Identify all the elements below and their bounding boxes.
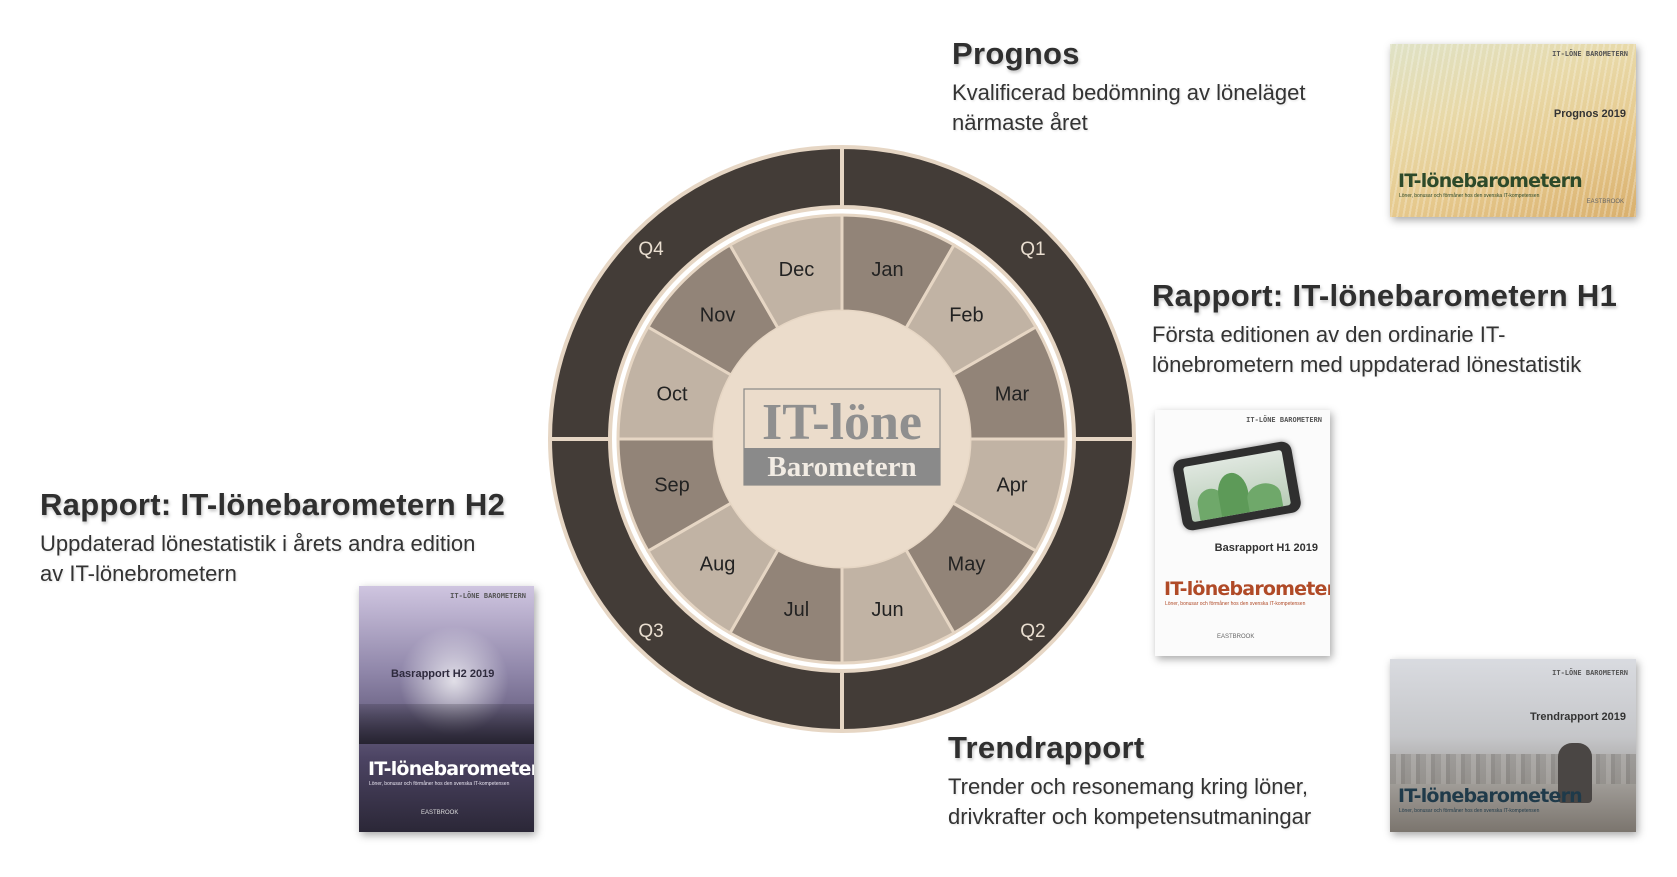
trend-cover-edition: Trendrapport 2019 <box>1530 711 1626 723</box>
trend-block: Trendrapport Trender och resonemang krin… <box>948 730 1311 832</box>
h1-cover: IT-LÖNE BAROMETERN Basrapport H1 2019 IT… <box>1155 410 1330 656</box>
center-logo-line1: IT-löne <box>762 394 922 451</box>
city-skyline <box>1390 754 1636 784</box>
month-label: Jul <box>784 599 810 621</box>
month-label: Dec <box>779 259 815 281</box>
month-label: Aug <box>700 553 736 575</box>
prognos-title: Prognos <box>952 36 1080 71</box>
prognos-cover-edition: Prognos 2019 <box>1553 108 1626 120</box>
wheel-center <box>714 311 970 567</box>
trend-cover-brand: IT-LÖNE BAROMETERN <box>1552 669 1628 677</box>
h2-cover-subtitle: Löner, bonusar och förmåner hos den sven… <box>369 781 510 787</box>
h2-cover-title: IT-lönebarometern <box>368 758 534 780</box>
h2-block: Rapport: IT-lönebarometern H2 Uppdaterad… <box>40 487 505 589</box>
trend-cover: IT-LÖNE BAROMETERN Trendrapport 2019 IT-… <box>1390 659 1636 832</box>
h2-cover: IT-LÖNE BAROMETERN Basrapport H2 2019 IT… <box>359 586 534 832</box>
month-label: Sep <box>654 475 690 497</box>
h2-description: Uppdaterad lönestatistik i årets andra e… <box>40 531 476 586</box>
month-label: Jun <box>871 599 903 621</box>
prognos-cover-logo: EASTBROOK <box>1586 199 1624 205</box>
prognos-cover-subtitle: Löner, bonusar och förmåner hos den sven… <box>1399 193 1540 199</box>
quarter-label: Q1 <box>1020 239 1045 260</box>
month-label: Nov <box>700 305 736 327</box>
trend-description: Trender och resonemang kring löner, driv… <box>948 774 1312 829</box>
trend-cover-subtitle: Löner, bonusar och förmåner hos den sven… <box>1399 808 1540 814</box>
h1-cover-brand: IT-LÖNE BAROMETERN <box>1246 416 1322 424</box>
h1-title: Rapport: IT-lönebarometern H1 <box>1152 278 1618 313</box>
center-logo-line2: Barometern <box>767 451 916 483</box>
trend-cover-title: IT-lönebarometern <box>1398 785 1583 807</box>
trend-title: Trendrapport <box>948 730 1145 765</box>
month-label: Apr <box>996 475 1027 497</box>
h1-cover-title: IT-lönebarometern <box>1164 578 1330 600</box>
h2-cover-edition: Basrapport H2 2019 <box>391 668 495 680</box>
center-logo-band <box>744 448 940 485</box>
prognos-cover-brand: IT-LÖNE BAROMETERN <box>1552 50 1628 58</box>
h1-cover-edition: Basrapport H1 2019 <box>1214 542 1318 554</box>
month-label: May <box>948 553 986 575</box>
h2-cover-brand: IT-LÖNE BAROMETERN <box>450 592 526 600</box>
month-label: Oct <box>656 383 688 405</box>
quarter-label: Q2 <box>1020 621 1045 642</box>
h2-cover-logo: EASTBROOK <box>421 810 459 816</box>
crowd-silhouette <box>359 704 534 744</box>
person-figure <box>1558 743 1592 803</box>
quarter-ring-segment <box>547 144 844 442</box>
prognos-cover-title: IT-lönebarometern <box>1398 170 1583 192</box>
quarter-label: Q3 <box>638 621 663 642</box>
quarter-label: Q4 <box>638 239 664 260</box>
h1-cover-subtitle: Löner, bonusar och förmåner hos den sven… <box>1165 601 1306 607</box>
h2-title: Rapport: IT-lönebarometern H2 <box>40 487 506 522</box>
month-label: Feb <box>949 305 983 327</box>
h1-block: Rapport: IT-lönebarometern H1 Första edi… <box>1152 278 1617 380</box>
month-label: Jan <box>871 259 903 281</box>
h1-description: Första editionen av den ordinarie IT- lö… <box>1152 322 1582 377</box>
month-label: Mar <box>995 383 1030 405</box>
prognos-cover: IT-LÖNE BAROMETERN Prognos 2019 IT-löneb… <box>1390 44 1636 217</box>
h1-cover-logo: EASTBROOK <box>1217 634 1255 640</box>
phone-image <box>1171 440 1303 532</box>
prognos-description: Kvalificerad bedömning av löneläget närm… <box>952 80 1306 135</box>
prognos-block: Prognos Kvalificerad bedömning av lönelä… <box>952 36 1305 138</box>
